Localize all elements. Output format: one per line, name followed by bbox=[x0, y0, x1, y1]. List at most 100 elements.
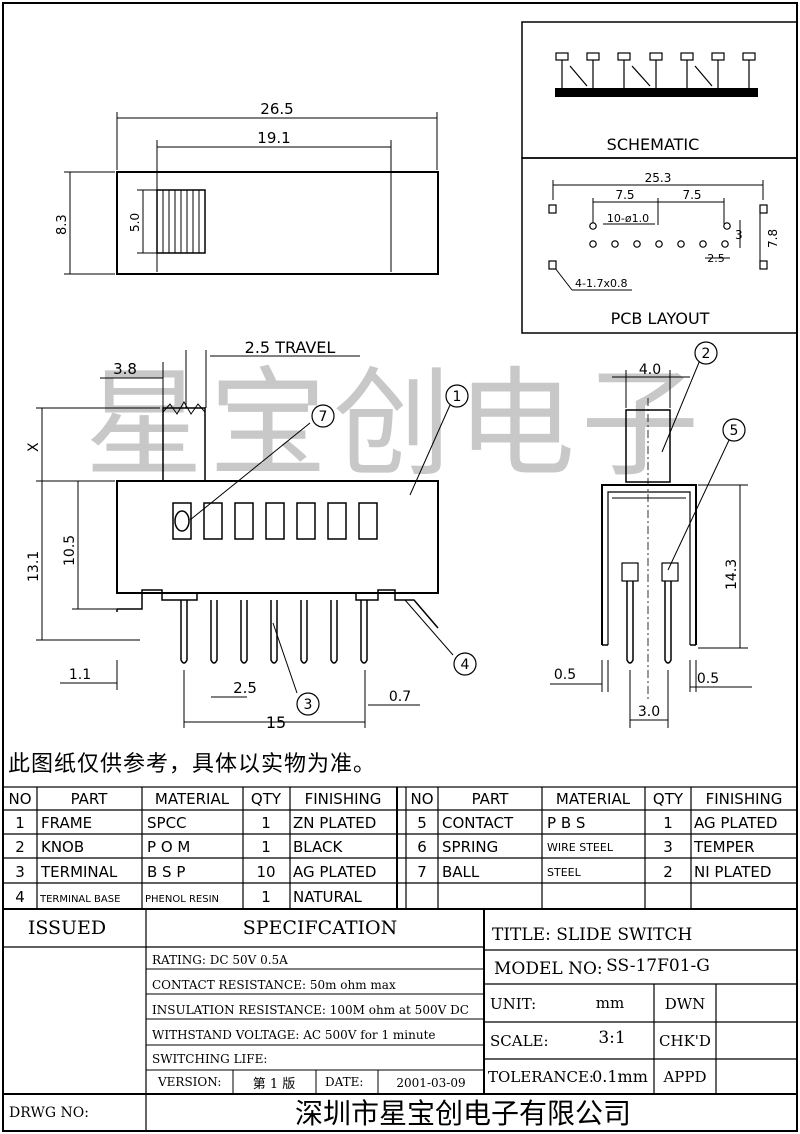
pcb-layout-label: PCB LAYOUT bbox=[611, 309, 710, 328]
bom-right-7-material: STEEL bbox=[547, 866, 582, 879]
bom-header-no-right: NO bbox=[410, 790, 433, 808]
top-dim-5-0: 5.0 bbox=[128, 213, 142, 232]
spec-title: SPECIFCATION bbox=[243, 917, 398, 939]
bom-right-6-qty: 3 bbox=[663, 838, 673, 856]
scale-label: SCALE: bbox=[490, 1032, 549, 1050]
bom-header-no: NO bbox=[8, 790, 31, 808]
bom-right-5-finishing: AG PLATED bbox=[694, 814, 777, 832]
bom-right-6-finishing: TEMPER bbox=[693, 838, 755, 856]
bom-header-finishing: FINISHING bbox=[305, 790, 382, 808]
model-label: MODEL NO: bbox=[494, 959, 603, 979]
bom-left-3-finishing: AG PLATED bbox=[293, 863, 376, 881]
front-view bbox=[36, 350, 454, 728]
schematic-label: SCHEMATIC bbox=[607, 135, 700, 154]
bom-header-part: PART bbox=[71, 790, 109, 808]
model-value: SS-17F01-G bbox=[606, 956, 710, 976]
side-dim-0-5-right: 0.5 bbox=[697, 671, 719, 687]
schematic-panel: SCHEMATIC bbox=[521, 21, 798, 159]
bom-header-material-right: MATERIAL bbox=[556, 790, 631, 808]
front-dim-10-5: 10.5 bbox=[62, 535, 78, 566]
pcb-layout-panel: 25.3 7.5 7.5 10-ø1.0 3 7.8 2.5 4-1.7x0.8… bbox=[521, 157, 798, 334]
front-dim-1-1: 1.1 bbox=[69, 667, 91, 683]
side-dim-0-5-left: 0.5 bbox=[554, 667, 576, 683]
balloon-1: 1 bbox=[453, 389, 462, 405]
drawing-title: TITLE: SLIDE SWITCH bbox=[492, 925, 692, 945]
bom-left-1-finishing: ZN PLATED bbox=[293, 814, 376, 832]
tolerance-label: TOLERANCE: bbox=[488, 1068, 594, 1086]
balloon-4: 4 bbox=[461, 657, 470, 673]
disclaimer-note: 此图纸仅供参考，具体以实物为准。 bbox=[8, 752, 376, 777]
bom-left-4-part: TERMINAL BASE bbox=[39, 894, 120, 905]
front-view-balloons bbox=[296, 384, 477, 716]
bom-right-7-part: BALL bbox=[442, 863, 480, 881]
bom-right-5-qty: 1 bbox=[663, 814, 673, 832]
unit-label: UNIT: bbox=[490, 995, 536, 1013]
bom-left-2-part: KNOB bbox=[41, 838, 84, 856]
balloon-7: 7 bbox=[319, 409, 328, 425]
bom-left-4-no: 4 bbox=[15, 888, 25, 906]
appd-label: APPD bbox=[662, 1068, 706, 1086]
bom-header-qty-right: QTY bbox=[653, 790, 684, 808]
side-view bbox=[550, 359, 752, 728]
version-label: VERSION: bbox=[157, 1075, 221, 1089]
bom-right-5-no: 5 bbox=[417, 814, 427, 832]
front-dim-15: 15 bbox=[266, 713, 286, 732]
top-dim-8-3: 8.3 bbox=[55, 214, 70, 235]
bom-right-5-part: CONTACT bbox=[442, 814, 514, 832]
top-view bbox=[64, 112, 439, 275]
spec-rating: RATING: DC 50V 0.5A bbox=[152, 953, 288, 967]
bom-left-3-part: TERMINAL bbox=[40, 863, 118, 881]
tolerance-value: 0.1mm bbox=[592, 1067, 648, 1086]
bom-right-7-no: 7 bbox=[417, 863, 427, 881]
bom-right-7-qty: 2 bbox=[663, 863, 673, 881]
bom-left-1-material: SPCC bbox=[147, 814, 187, 832]
bom-left-1-part: FRAME bbox=[41, 814, 92, 832]
bom-left-2-no: 2 bbox=[15, 838, 25, 856]
pcb-dim-2-5: 2.5 bbox=[707, 252, 725, 265]
balloon-5: 5 bbox=[730, 423, 739, 439]
date-value: 2001-03-09 bbox=[396, 1076, 465, 1090]
spec-withstand: WITHSTAND VOLTAGE: AC 500V for 1 minute bbox=[152, 1028, 436, 1042]
front-dim-3-8: 3.8 bbox=[113, 360, 137, 378]
top-dim-19-1: 19.1 bbox=[257, 129, 290, 147]
pcb-holes-note: 10-ø1.0 bbox=[607, 212, 649, 225]
top-dim-26-5: 26.5 bbox=[260, 100, 293, 118]
version-value: 第 1 版 bbox=[253, 1077, 296, 1092]
title-block-grid bbox=[2, 908, 798, 1132]
chkd-label: CHK'D bbox=[659, 1032, 711, 1050]
pcb-dim-total: 25.3 bbox=[645, 171, 672, 185]
front-dim-x: X bbox=[26, 442, 42, 452]
pcb-dim-left: 7.5 bbox=[615, 188, 634, 202]
bom-header-part-right: PART bbox=[472, 790, 510, 808]
pcb-dim-3: 3 bbox=[735, 228, 743, 242]
bom-left-3-material: B S P bbox=[147, 863, 185, 881]
scale-value: 3:1 bbox=[598, 1028, 625, 1048]
pcb-dim-7-8: 7.8 bbox=[766, 229, 780, 248]
bom-header-qty: QTY bbox=[251, 790, 282, 808]
drwg-no-label: DRWG NO: bbox=[9, 1105, 89, 1121]
bom-left-4-finishing: NATURAL bbox=[293, 888, 363, 906]
bom-right-6-material: WIRE STEEL bbox=[547, 841, 614, 854]
front-dim-2-5: 2.5 bbox=[233, 679, 257, 697]
pcb-dim-right: 7.5 bbox=[682, 188, 701, 202]
issued-label: ISSUED bbox=[28, 917, 106, 939]
unit-value: mm bbox=[596, 994, 624, 1012]
pcb-slots-note: 4-1.7x0.8 bbox=[575, 277, 627, 290]
bom-left-1-no: 1 bbox=[15, 814, 25, 832]
bom-right-7-finishing: NI PLATED bbox=[694, 863, 771, 881]
bom-left-3-no: 3 bbox=[15, 863, 25, 881]
spec-switching-life: SWITCHING LIFE: bbox=[152, 1052, 267, 1066]
balloon-3: 3 bbox=[304, 697, 313, 713]
bom-left-4-qty: 1 bbox=[261, 888, 271, 906]
front-travel: 2.5 TRAVEL bbox=[245, 338, 336, 357]
bom-right-5-material: P B S bbox=[547, 814, 585, 832]
spec-contact-resistance: CONTACT RESISTANCE: 50m ohm max bbox=[152, 978, 396, 992]
balloon-2: 2 bbox=[702, 346, 711, 362]
company-name: 深圳市星宝创电子有限公司 bbox=[295, 1097, 631, 1130]
side-dim-14-3: 14.3 bbox=[724, 559, 740, 590]
bom-left-3-qty: 10 bbox=[256, 863, 275, 881]
side-view-balloons bbox=[694, 341, 746, 442]
bom-right-6-part: SPRING bbox=[442, 838, 498, 856]
watermark: 星宝创电子 bbox=[85, 355, 705, 493]
